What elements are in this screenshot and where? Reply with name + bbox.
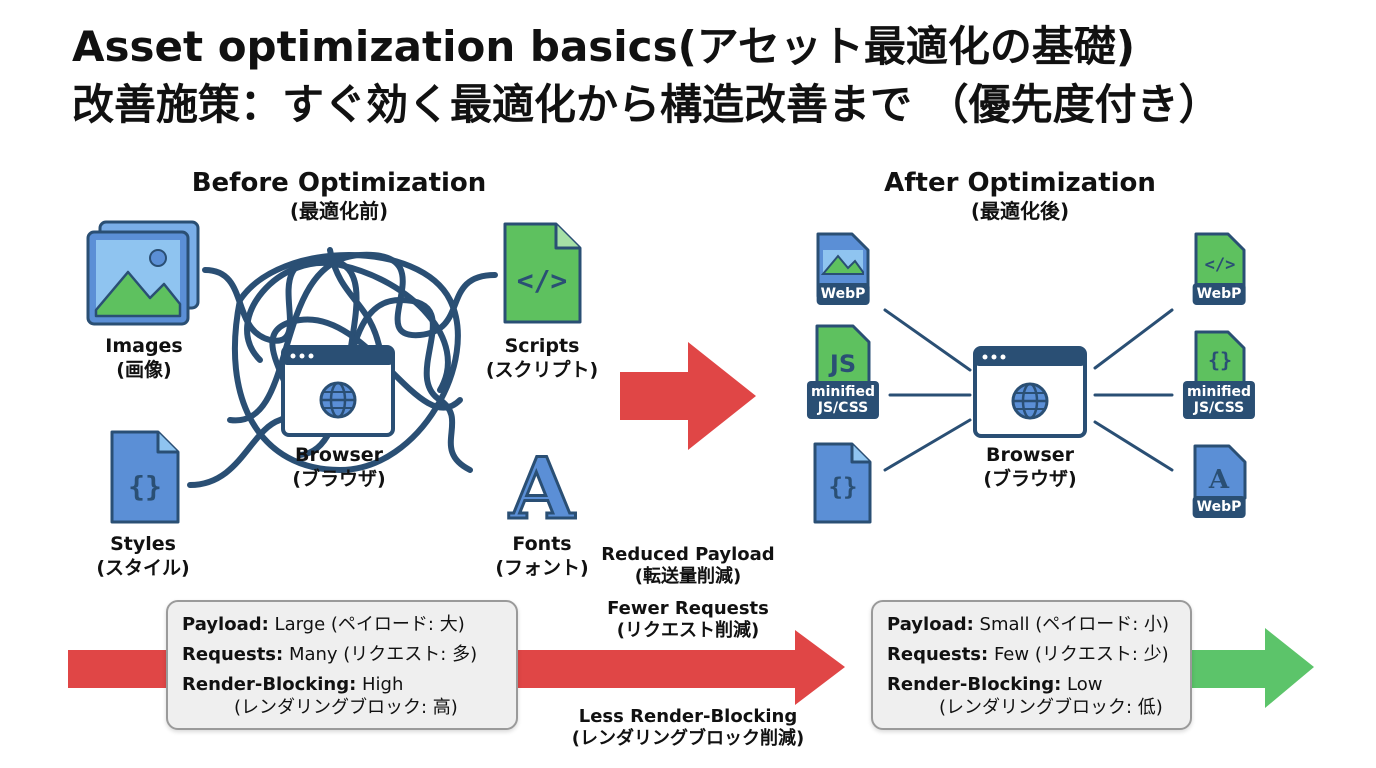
improvement-render: Less Render-Blocking(レンダリングブロック削減) xyxy=(571,706,805,749)
after-browser-label: Browser(ブラウザ) xyxy=(983,444,1077,490)
svg-text:{}: {} xyxy=(128,470,162,503)
styles-label: Styles(スタイル) xyxy=(96,533,190,579)
page-title-line2: 改善施策：すぐ効く最適化から構造改善まで （優先度付き） xyxy=(72,80,1221,129)
before-browser-label: Browser(ブラウザ) xyxy=(292,444,386,490)
tag-left-js: minified JS/CSS xyxy=(806,381,880,419)
browser-globe-icon xyxy=(281,345,395,437)
tag-right-font: WebP xyxy=(1192,496,1246,518)
improvement-requests: Fewer Requests(リクエスト削減) xyxy=(607,598,769,641)
svg-text:A: A xyxy=(508,439,576,538)
transition-arrow xyxy=(620,342,756,450)
svg-text:A: A xyxy=(1208,465,1230,495)
svg-text:</>: </> xyxy=(517,264,568,297)
tag-right-css: minified JS/CSS xyxy=(1182,381,1256,419)
svg-text:JS: JS xyxy=(828,350,856,378)
optimized-css-icon: {} xyxy=(813,442,872,524)
before-heading: Before Optimization (最適化前) xyxy=(191,168,487,223)
bottom-green-arrow xyxy=(1190,628,1314,708)
tag-left-image: WebP xyxy=(816,283,870,305)
scripts-label: Scripts(スクリプト) xyxy=(485,335,599,381)
svg-text:{}: {} xyxy=(829,473,858,501)
tag-right-script: WebP xyxy=(1192,283,1246,305)
after-browser-globe-icon xyxy=(973,346,1087,438)
code-icon: </> xyxy=(503,222,582,324)
font-a-icon: A xyxy=(507,438,578,540)
after-metrics-box: Payload: Small (ペイロード: 小) Requests: Few … xyxy=(871,600,1192,730)
svg-text:</>: </> xyxy=(1205,255,1236,275)
optimized-code-icon: </> xyxy=(1194,232,1246,294)
optimized-image-icon xyxy=(816,232,870,298)
before-metrics-box: Payload: Large (ペイロード: 大) Requests: Many… xyxy=(166,600,518,730)
images-label: Images(画像) xyxy=(105,335,183,381)
after-heading: After Optimization (最適化後) xyxy=(884,168,1156,223)
clean-connections xyxy=(883,308,1174,472)
svg-text:{}: {} xyxy=(1208,348,1232,372)
optimized-font-icon: A xyxy=(1193,444,1247,500)
css-braces-icon: {} xyxy=(110,430,180,524)
page-title-line1: Asset optimization basics(アセット最適化の基礎) xyxy=(72,22,1136,71)
images-icon xyxy=(86,220,200,326)
improvement-payload: Reduced Payload(転送量削減) xyxy=(601,544,775,587)
fonts-label: Fonts(フォント) xyxy=(495,533,589,579)
optimized-braces-icon: {} xyxy=(1194,330,1246,388)
